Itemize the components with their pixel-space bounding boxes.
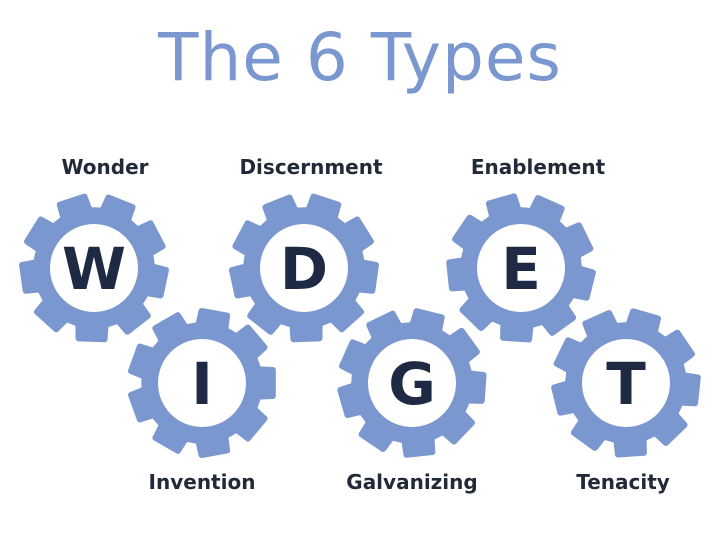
gear-label-discernment: Discernment xyxy=(239,155,383,179)
gear-letter-discernment: D xyxy=(280,235,328,303)
gear-letter-tenacity: T xyxy=(606,350,646,418)
gear-label-invention: Invention xyxy=(148,470,256,494)
gear-label-enablement: Enablement xyxy=(470,155,606,179)
gear-invention: I xyxy=(128,308,276,458)
gear-letter-invention: I xyxy=(191,350,213,418)
gear-center xyxy=(158,339,246,427)
gear-galvanizing: G xyxy=(337,308,487,458)
gear-label-wonder: Wonder xyxy=(61,155,149,179)
gear-wonder: W xyxy=(19,193,169,343)
gear-letter-enablement: E xyxy=(501,235,541,303)
gear-center xyxy=(260,224,348,312)
gear-label-tenacity: Tenacity xyxy=(576,470,670,494)
gear-center xyxy=(582,339,670,427)
gear-letter-galvanizing: G xyxy=(388,350,436,418)
gear-letter-wonder: W xyxy=(62,235,126,303)
gear-enablement: E xyxy=(446,193,596,343)
gear-discernment: D xyxy=(229,193,379,343)
diagram-title: The 6 Types xyxy=(158,19,562,96)
gear-center xyxy=(477,224,565,312)
gear-label-galvanizing: Galvanizing xyxy=(346,470,478,494)
gear-center xyxy=(368,339,456,427)
gear-tenacity: T xyxy=(551,308,701,458)
gear-center xyxy=(50,224,138,312)
